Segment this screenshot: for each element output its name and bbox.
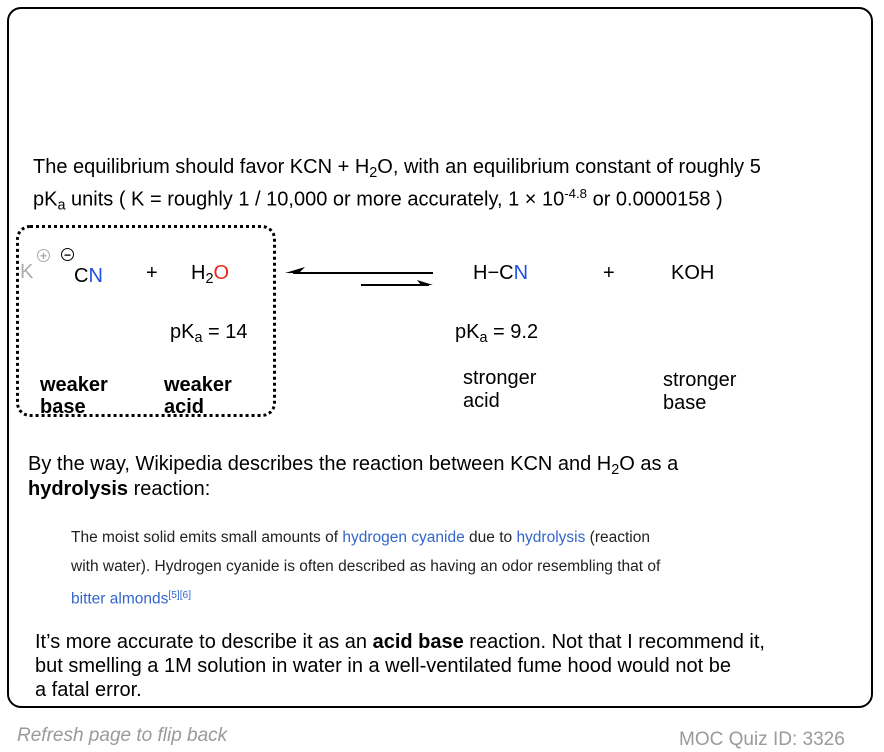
intro-text: O, with an equilibrium constant of rough… <box>377 156 761 178</box>
hcn-formula: H−CN <box>473 262 529 284</box>
closing-line-1: It’s more accurate to describe it as an … <box>35 631 765 653</box>
closing-paragraph: It’s more accurate to describe it as an … <box>35 630 765 702</box>
stronger-acid-label: stronger acid <box>463 367 537 412</box>
stronger-base-label: stronger base <box>663 369 737 414</box>
closing-line-3: a fatal error. <box>35 679 142 701</box>
closing-line-2: but smelling a 1M solution in water in a… <box>35 655 731 677</box>
reactants-highlight-box <box>16 225 276 417</box>
cyanide-formula: CN <box>74 265 103 287</box>
intro-line-2: pKa units ( K = roughly 1 / 10,000 or mo… <box>33 182 723 217</box>
plus-sign: + <box>146 262 158 284</box>
positive-charge-icon: + <box>37 247 50 265</box>
superscript: -4.8 <box>564 186 588 201</box>
hydrolysis-link[interactable]: hydrolysis <box>516 529 586 546</box>
refresh-hint[interactable]: Refresh page to flip back <box>17 725 228 746</box>
quote-line-2: with water). Hydrogen cyanide is often d… <box>71 558 661 575</box>
bitter-almonds-link[interactable]: bitter almonds <box>71 590 169 608</box>
koh-formula: KOH <box>671 262 715 284</box>
quote-line-1: The moist solid emits small amounts of h… <box>71 529 650 546</box>
subscript: a <box>57 197 66 214</box>
negative-charge-icon: − <box>61 246 74 264</box>
wiki-line-1: By the way, Wikipedia describes the reac… <box>28 453 679 479</box>
intro-line-1: The equilibrium should favor KCN + H2O, … <box>33 155 761 185</box>
intro-text: or 0.0000158 ) <box>587 188 723 211</box>
water-formula: H2O <box>191 262 230 288</box>
potassium-label: K <box>20 261 34 283</box>
weaker-base-label: weaker base <box>40 374 108 418</box>
intro-text: units ( K = roughly 1 / 10,000 or more a… <box>65 188 565 211</box>
hydrogen-cyanide-link[interactable]: hydrogen cyanide <box>342 529 465 546</box>
subscript: 2 <box>369 165 378 182</box>
intro-text: The equilibrium should favor KCN + H <box>33 156 370 178</box>
water-pka: pKa = 14 <box>170 321 248 347</box>
quiz-card[interactable] <box>7 7 873 708</box>
citation-links[interactable]: [5][6] <box>168 590 192 601</box>
hcn-pka: pKa = 9.2 <box>455 321 539 347</box>
plus-sign: + <box>603 262 615 284</box>
wiki-line-2: hydrolysis reaction: <box>28 478 211 500</box>
quiz-id: MOC Quiz ID: 3326 <box>679 729 845 750</box>
weaker-acid-label: weaker acid <box>164 374 232 418</box>
equilibrium-arrows-icon <box>285 267 433 286</box>
intro-text: pK <box>33 188 58 211</box>
quote-line-3: bitter almonds[5][6] <box>71 586 191 610</box>
